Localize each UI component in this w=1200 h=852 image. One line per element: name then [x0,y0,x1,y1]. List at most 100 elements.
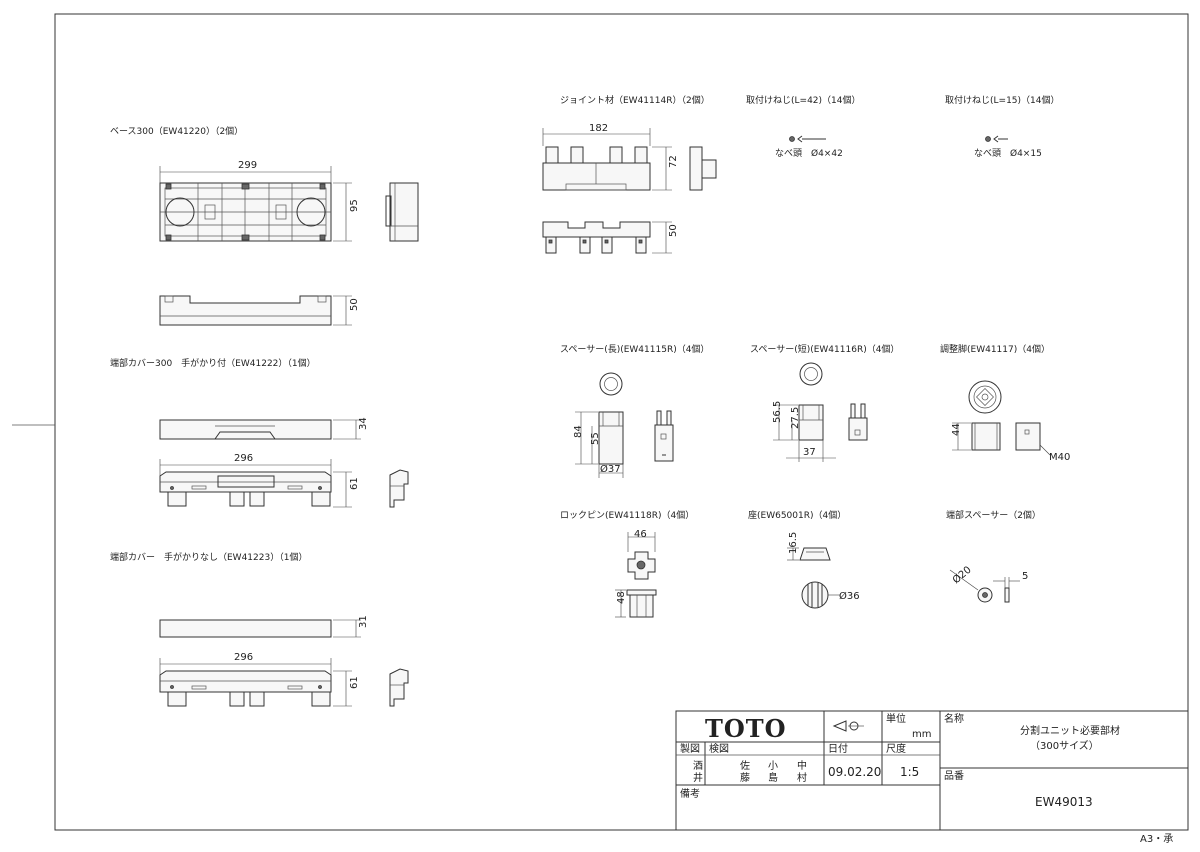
checked-3b: 村 [797,771,807,784]
part-endcover-nogrip: 端部カバー 手がかりなし（EW41223）（1個） 31 296 61 [110,551,409,707]
joint-side-view [689,146,717,191]
spacer-short-top-view [799,362,823,386]
dim-spacer-short-inner: 27.5 [790,407,801,429]
caption-joint: ジョイント材（EW41114R）（2個） [560,94,710,106]
screw42-spec: なべ頭 Ø4×42 [775,148,843,159]
adjuster-top-view [968,380,1002,414]
part-endcover-grip: 端部カバー300 手がかり付（EW41222）（1個） 34 296 [110,357,409,508]
dim-seat-dia: Ø36 [839,590,860,602]
adjuster-side-view [1015,422,1041,451]
title-block: TOTO 単位 mm 名称 分割ユニット必要部材 （300サイズ） 製図 酒 井… [675,710,1189,831]
remarks-label: 備考 [680,787,700,800]
dim-end-spacer-dia: Ø20 [950,564,974,586]
spacer-short-front-view [798,404,824,441]
end-spacer-front-view [977,587,993,603]
dim-endcover-nogrip-width: 296 [234,652,253,663]
dim-base-height: 50 [349,298,360,311]
screw15-spec: なべ頭 Ø4×15 [974,148,1042,159]
checked-1b: 藤 [740,772,750,784]
projection-symbol-icon [832,720,864,732]
caption-spacer-short: スペーサー(短)(EW41116R)（4個） [750,343,899,355]
adjuster-thread: M40 [1049,452,1070,463]
caption-base300: ベース300（EW41220）（2個） [110,125,243,137]
checked-3a: 中 [797,759,807,772]
unit-label: 単位 [886,712,906,725]
endcover-nogrip-top-view [159,619,332,638]
part-end-spacer: 端部スペーサー（2個） Ø20 5 [946,509,1041,603]
dim-joint-width: 182 [589,123,608,134]
scale-value: 1:5 [900,765,919,779]
dim-base-depth: 95 [349,199,360,212]
dim-end-spacer-thk: 5 [1022,571,1028,582]
dim-seat-height: 16.5 [788,532,799,554]
dim-endcover-grip-side: 61 [349,477,360,490]
part-joint: ジョイント材（EW41114R）（2個） 182 72 [542,94,717,254]
spacer-short-side-view [848,403,868,441]
dim-endcover-grip-width: 296 [234,453,253,464]
base-side-view [385,182,419,242]
caption-endcover-nogrip: 端部カバー 手がかりなし（EW41223）（1個） [110,551,307,563]
checked-label: 検図 [709,742,729,755]
dim-endcover-nogrip-top: 31 [358,615,369,628]
name-label: 名称 [944,712,964,725]
joint-front-view [542,146,651,191]
endcover-grip-side-view [389,469,409,508]
dim-lockpin-width: 46 [634,529,647,540]
sheet-size: A3・承 [1140,833,1173,845]
caption-end-spacer: 端部スペーサー（2個） [946,509,1041,521]
spacer-long-top-view [599,372,623,396]
checked-1a: 佐 [740,760,750,772]
part-screw42: 取付けねじ(L=42)（14個） なべ頭 Ø4×42 [746,94,860,159]
drawing-border [54,13,1189,831]
checked-2b: 島 [768,771,778,784]
caption-seat: 座(EW65001R)（4個） [748,509,846,521]
dim-base-width: 299 [238,160,257,171]
caption-screw15: 取付けねじ(L=15)（14個） [945,94,1059,106]
adjuster-front-view [971,422,1001,451]
part-screw15: 取付けねじ(L=15)（14個） なべ頭 Ø4×15 [945,94,1059,159]
toto-logo: TOTO [705,714,787,743]
caption-endcover-grip: 端部カバー300 手がかり付（EW41222）（1個） [110,357,316,369]
part-base300: ベース300（EW41220）（2個） 299 [110,125,419,326]
endcover-nogrip-front-view [159,670,332,707]
caption-lockpin: ロックピン(EW41118R)（4個） [560,509,694,521]
unit-value: mm [912,729,931,740]
part-lockpin: ロックピン(EW41118R)（4個） 46 48 [560,509,694,618]
caption-screw42: 取付けねじ(L=42)（14個） [746,94,860,106]
seat-top-view [801,581,829,609]
part-no-label: 品番 [944,770,964,782]
seat-side-view [799,547,831,561]
dim-spacer-long-dia: Ø37 [600,463,621,475]
part-spacer-long: スペーサー(長)(EW41115R)（4個） 84 55 Ø37 [560,343,709,478]
caption-adjuster: 調整脚(EW41117)（4個） [940,343,1050,355]
screw15-head-icon [985,136,991,142]
part-spacer-short: スペーサー(短)(EW41116R)（4個） 56.5 27.5 37 [750,343,899,462]
base-front-view [159,295,332,326]
endcover-nogrip-side-view [389,668,409,707]
part-seat: 座(EW65001R)（4個） 16.5 Ø36 [748,509,860,609]
dim-spacer-long-outer: 84 [573,425,584,438]
endcover-grip-top-view [159,419,332,440]
caption-spacer-long: スペーサー(長)(EW41115R)（4個） [560,343,709,355]
dim-joint-height: 72 [668,155,679,168]
dim-spacer-short-outer: 56.5 [772,401,783,423]
dim-endcover-grip-top: 34 [358,417,369,430]
dim-lockpin-height: 48 [616,591,627,604]
part-adjuster: 調整脚(EW41117)（4個） 44 M40 [940,343,1070,463]
scale-label: 尺度 [886,742,906,755]
end-spacer-side-view [1004,587,1010,603]
name-line2: （300サイズ） [1030,739,1099,752]
spacer-long-side-view [654,410,674,462]
joint-top-view [542,221,651,254]
date-value: 09.02.20 [828,765,881,779]
dim-adjuster-height: 44 [951,423,962,436]
drawn-by-1: 酒 [693,760,703,772]
lockpin-front-view [626,589,657,618]
dim-spacer-short-dia: 37 [803,447,816,458]
drawn-label: 製図 [680,742,700,755]
base-top-view [159,182,332,242]
screw42-head-icon [789,136,795,142]
spacer-long-front-view [598,411,624,465]
